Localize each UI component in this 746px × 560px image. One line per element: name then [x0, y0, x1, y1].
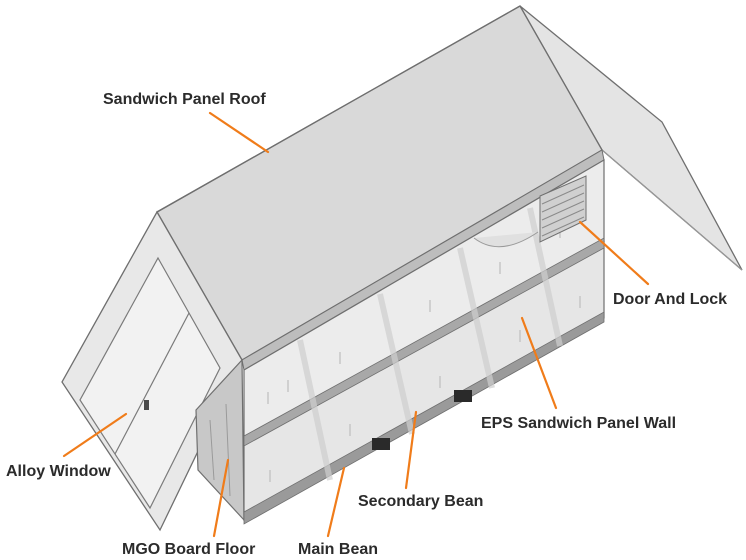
wall-panel-marks	[267, 226, 581, 482]
leader-main-beam	[326, 466, 346, 538]
door-swing-arc	[473, 231, 539, 248]
leader-window	[62, 412, 128, 458]
label-mgo-board-floor: MGO Board Floor	[122, 541, 256, 558]
end-wall-floor-board	[225, 403, 231, 497]
leader-door	[578, 220, 650, 286]
leader-roof	[208, 111, 270, 154]
label-secondary-beam: Secondary Bean	[358, 493, 484, 510]
label-sandwich-panel-roof: Sandwich Panel Roof	[103, 91, 266, 108]
label-alloy-window: Alloy Window	[6, 463, 111, 480]
louvre-slats	[541, 184, 585, 237]
leader-wall	[520, 316, 558, 410]
label-main-beam: Main Bean	[298, 541, 379, 558]
base-frame	[243, 311, 605, 525]
wall-panel-seams	[297, 207, 563, 481]
leader-secondary-beam	[404, 410, 418, 490]
leader-lines	[62, 111, 650, 538]
leader-floor	[212, 458, 230, 538]
main-beam-block	[454, 390, 472, 402]
door-and-lock-louvre	[539, 175, 587, 243]
end-wall-floor-board	[209, 419, 215, 481]
wall-middle-rail	[243, 237, 605, 447]
label-door-and-lock: Door And Lock	[613, 291, 728, 308]
label-eps-sandwich-panel-wall: EPS Sandwich Panel Wall	[481, 415, 677, 432]
roof-ridge	[156, 5, 521, 213]
main-beam-block	[372, 438, 390, 450]
window-handle	[144, 400, 149, 410]
alloy-window-mullion	[114, 312, 190, 455]
roof-right-wing-fold	[601, 149, 743, 271]
